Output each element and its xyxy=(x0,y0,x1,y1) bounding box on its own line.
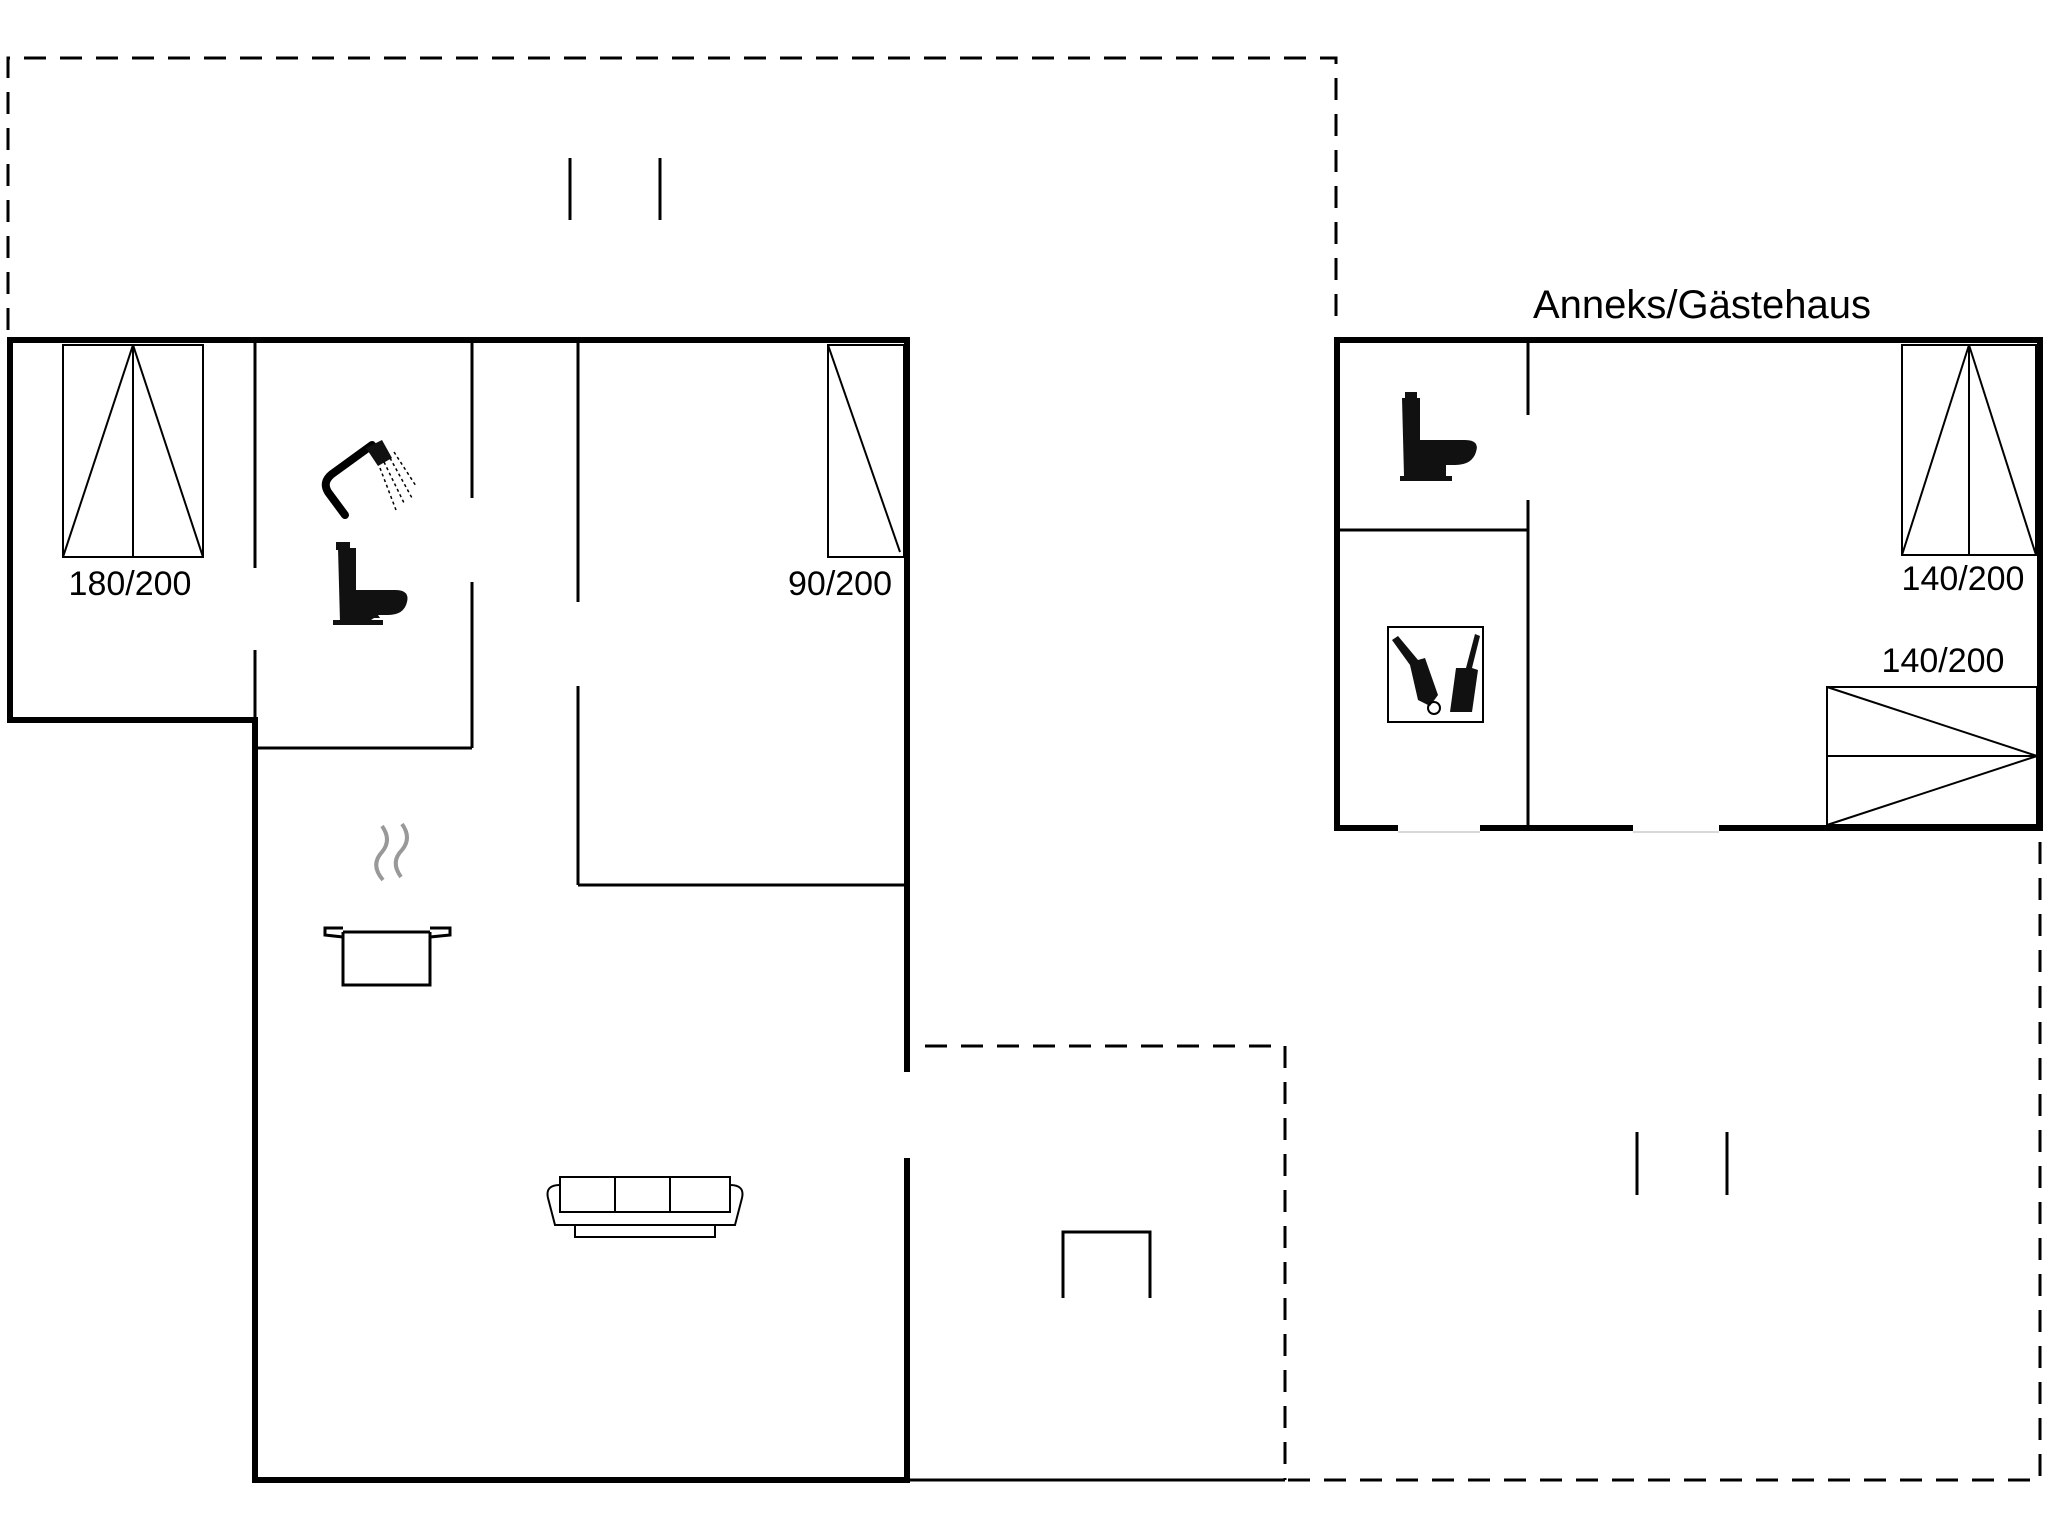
terrace-top xyxy=(6,56,1338,330)
bed-size-label: 180/200 xyxy=(69,565,192,603)
bed-size-label: 140/200 xyxy=(1882,642,2005,680)
bed-single: 90/200 xyxy=(788,344,905,603)
toilet-icon xyxy=(333,542,408,625)
bed-double-left: 180/200 xyxy=(62,344,204,603)
bed-double-annex: 140/200 xyxy=(1901,344,2037,598)
bed-size-label: 140/200 xyxy=(1902,560,2025,598)
bed-double-annex-lower: 140/200 xyxy=(1826,642,2038,826)
sofa-icon xyxy=(546,1176,744,1238)
terrace-bottom xyxy=(905,840,2042,1482)
stove-icon xyxy=(1061,1230,1152,1298)
main-house xyxy=(7,337,916,1483)
annex-title: Anneks/Gästehaus xyxy=(1533,283,1871,327)
shower-icon xyxy=(321,440,417,519)
bed-size-label: 90/200 xyxy=(788,565,892,603)
annex: Anneks/Gästehaus xyxy=(1334,283,2043,836)
toilet-icon xyxy=(1400,392,1477,481)
washing-machine-icon xyxy=(1387,626,1484,723)
cooking-pot-icon xyxy=(323,822,452,987)
